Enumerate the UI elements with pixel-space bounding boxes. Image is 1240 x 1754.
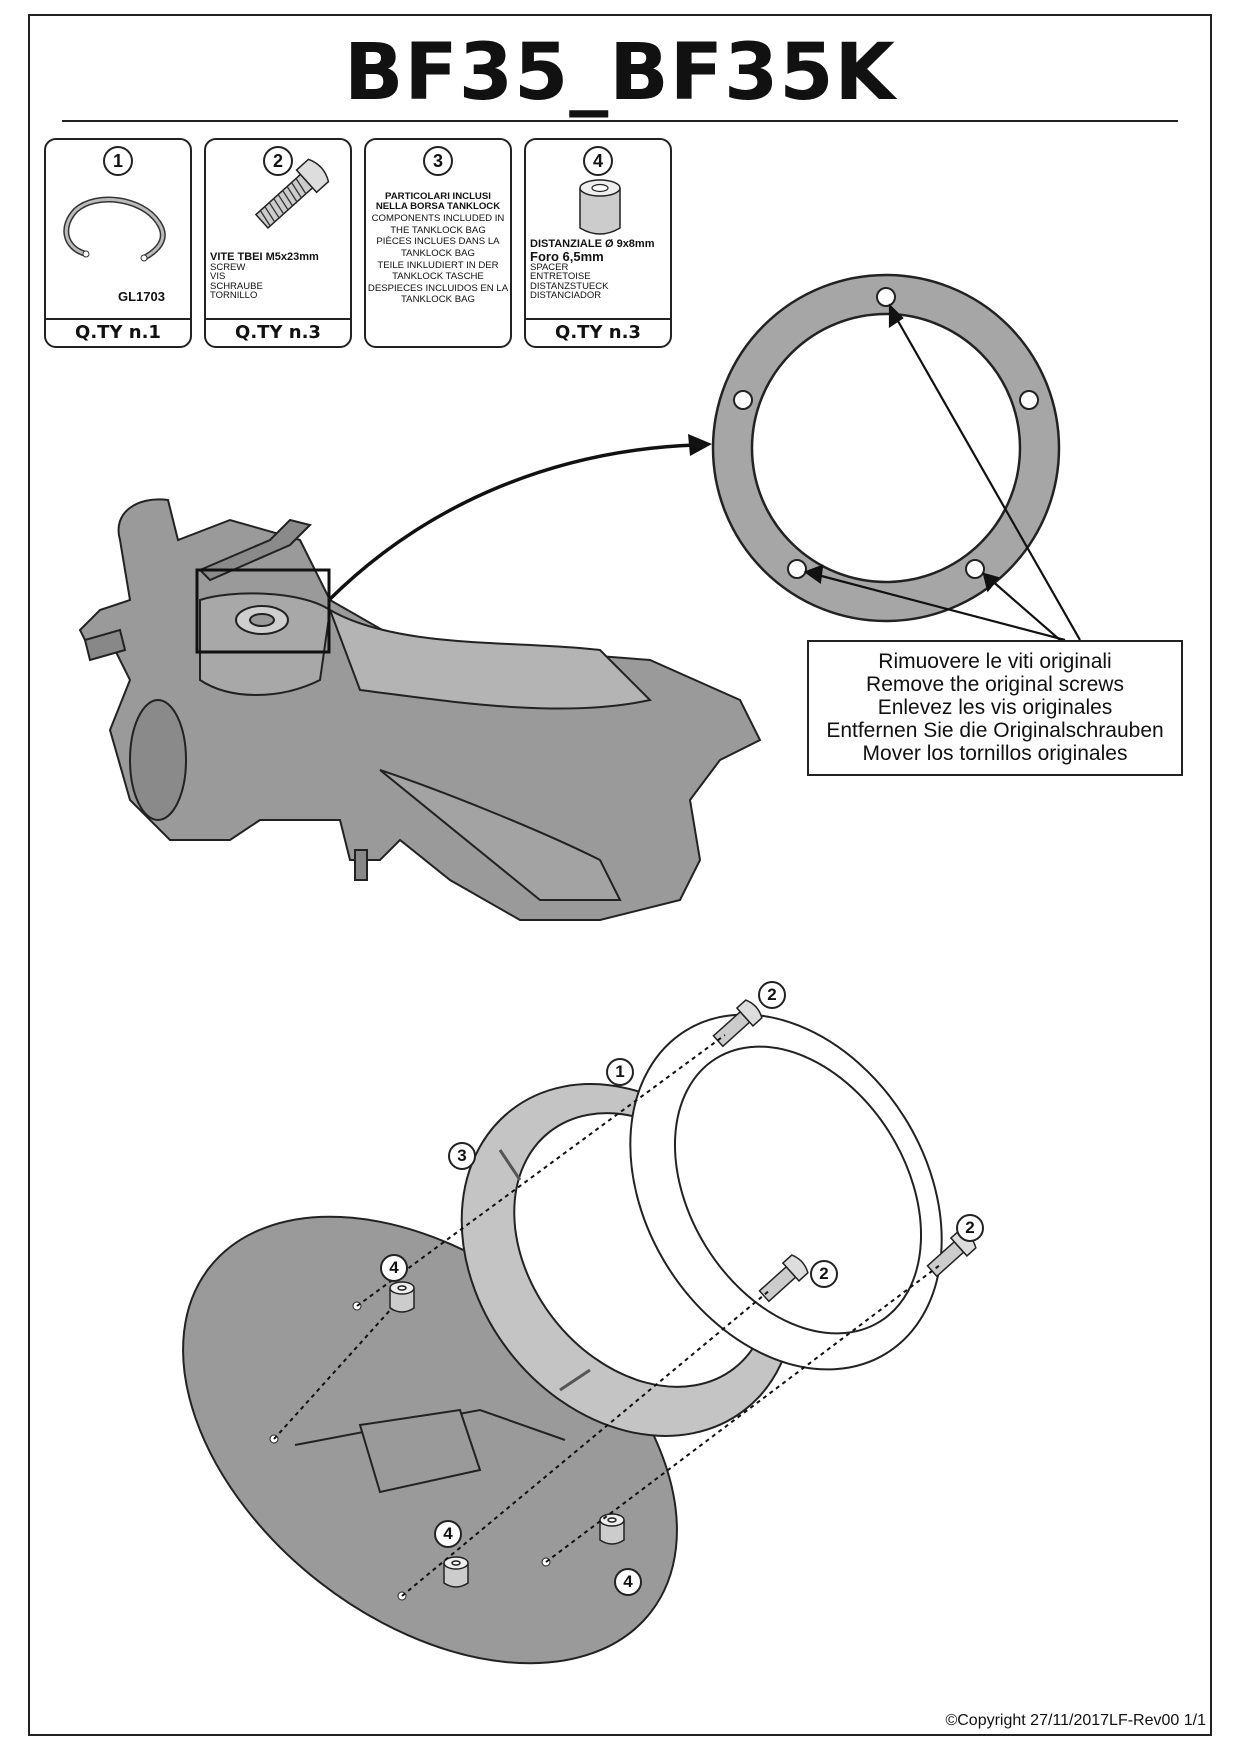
page-title: BF35_BF35K — [343, 28, 896, 118]
part-quantity: Q.TY n.3 — [526, 318, 670, 346]
part-card-4: 4 DISTANZIALE Ø 9x8mm Foro 6,5mm SPACER … — [524, 138, 672, 348]
callout-4: 4 — [434, 1520, 462, 1548]
instruction-line: Rimuovere le viti originali — [878, 650, 1112, 673]
part-quantity: Q.TY n.3 — [206, 318, 350, 346]
callout-1: 1 — [606, 1058, 634, 1086]
part-description-line: VIS — [210, 271, 226, 282]
part-description: VITE TBEI M5x23mm SCREW VIS SCHRAUBE TOR… — [210, 251, 319, 301]
callout-2: 2 — [810, 1260, 838, 1288]
tank-cap-highlight — [195, 568, 331, 654]
copyright-notice: ©Copyright 27/11/2017LF-Rev00 1/1 — [945, 1712, 1206, 1729]
note-line: COMPONENTS INCLUDED IN — [371, 213, 505, 225]
spacer-icon — [579, 179, 621, 235]
part-number: 2 — [263, 146, 293, 176]
part-quantity: Q.TY n.1 — [46, 318, 190, 346]
remove-screws-instruction: Rimuovere le viti originali Remove the o… — [807, 640, 1183, 776]
part-card-1: 1 GL1703 Q.TY n.1 — [44, 138, 192, 348]
note-line: DESPIECES INCLUIDOS EN LA — [367, 282, 509, 294]
title-rule — [62, 120, 1178, 122]
callout-2: 2 — [956, 1214, 984, 1242]
instruction-line: Enlevez les vis originales — [877, 696, 1113, 719]
alignment-lines — [273, 1034, 941, 1597]
part-description: DISTANZIALE Ø 9x8mm Foro 6,5mm SPACER EN… — [530, 238, 655, 301]
part-description-line: DISTANCIADOR — [530, 290, 602, 301]
motorcycle-icon — [78, 498, 762, 921]
part-description-line: DISTANZSTUECK — [530, 280, 609, 292]
callout-3: 3 — [448, 1142, 476, 1170]
note-line: TANKLOCK TASCHE — [392, 271, 484, 283]
note-line: PIÈCES INCLUES DANS LA — [376, 236, 500, 248]
note-line: TEILE INKLUDIERT IN DER — [377, 259, 499, 271]
instruction-line: Mover los tornillos originales — [862, 742, 1128, 765]
spacer-icon — [389, 1281, 625, 1588]
callout-4: 4 — [380, 1254, 408, 1282]
part-number: 1 — [103, 146, 133, 176]
part-description-line: DISTANZIALE Ø 9x8mm — [530, 238, 655, 250]
part-description-line: Foro 6,5mm — [530, 248, 604, 264]
instruction-line: Entfernen Sie die Originalschrauben — [826, 719, 1164, 742]
callout-2: 2 — [758, 981, 786, 1009]
note-line: TANKLOCK BAG — [401, 247, 475, 259]
detail-arrow — [327, 443, 696, 602]
part-description-line: SCREW — [210, 261, 246, 273]
instruction-line: Remove the original screws — [866, 673, 1124, 696]
included-components-note: PARTICOLARI INCLUSI NELLA BORSA TANKLOCK… — [366, 192, 510, 307]
part-number: 4 — [583, 146, 613, 176]
part-description-line: ENTRETOISE — [530, 271, 591, 282]
part-code: GL1703 — [118, 289, 165, 304]
flange-ring — [629, 1013, 943, 1371]
part-description-line: TORNILLO — [210, 290, 258, 301]
note-line: PARTICOLARI INCLUSI — [385, 191, 491, 202]
tank-cap-ring-detail — [711, 273, 1061, 623]
note-line: TANKLOCK BAG — [401, 294, 475, 306]
part-description-line: SPACER — [530, 261, 569, 273]
part-description-line: VITE TBEI M5x23mm — [210, 251, 319, 263]
note-line: THE TANKLOCK BAG — [390, 224, 486, 236]
part-description-line: SCHRAUBE — [210, 280, 263, 292]
page-frame — [28, 14, 1212, 1736]
part-number: 3 — [423, 146, 453, 176]
screw-pointer-arrows — [803, 303, 1081, 642]
part-card-2: 2 VITE TBEI M5x23mm SCREW VIS SCHRAUBE T… — [204, 138, 352, 348]
arrowhead-icon — [688, 434, 712, 456]
flange-ring-icon — [63, 196, 166, 262]
screw-icon — [254, 158, 330, 230]
part-card-3: 3 PARTICOLARI INCLUSI NELLA BORSA TANKLO… — [364, 138, 512, 348]
note-line: NELLA BORSA TANKLOCK — [375, 200, 501, 212]
callout-4: 4 — [614, 1568, 642, 1596]
